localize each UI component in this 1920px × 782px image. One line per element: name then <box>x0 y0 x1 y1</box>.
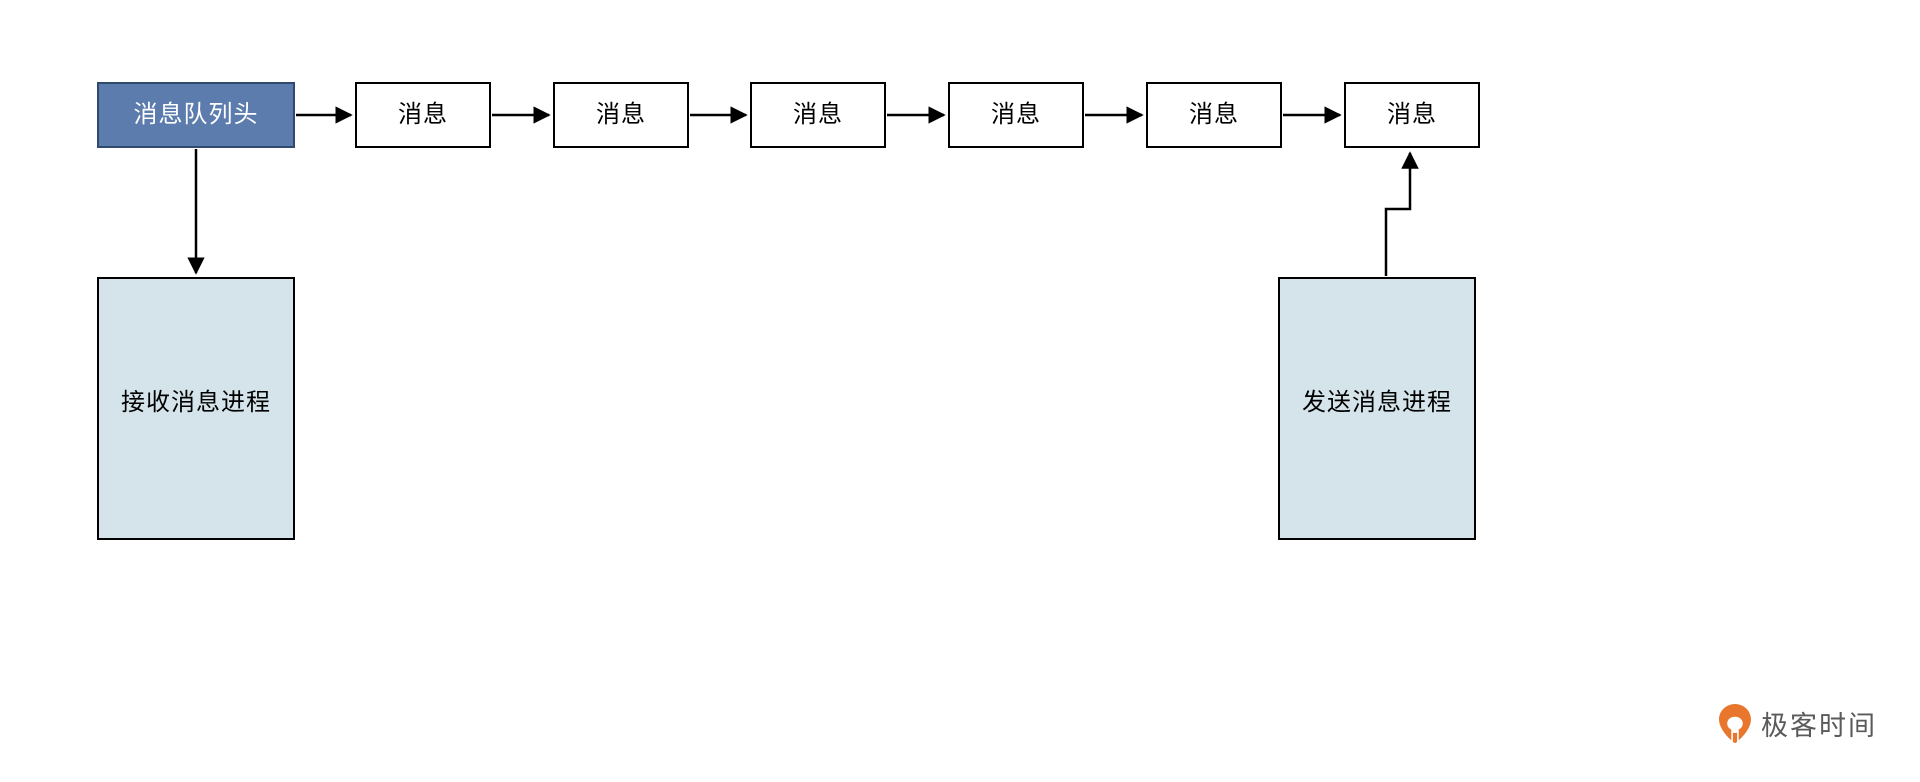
queue-head-box[interactable]: 消息队列头 <box>97 82 295 148</box>
watermark: 极客时间 <box>1718 703 1877 743</box>
message-label: 消息 <box>398 100 448 128</box>
message-box-1[interactable]: 消息 <box>355 82 491 148</box>
queue-head-label: 消息队列头 <box>133 100 259 128</box>
message-box-3[interactable]: 消息 <box>750 82 886 148</box>
sender-process-box[interactable]: 发送消息进程 <box>1278 277 1476 540</box>
connector-sender-to-msg6 <box>1384 151 1419 276</box>
message-box-5[interactable]: 消息 <box>1146 82 1282 148</box>
message-label: 消息 <box>1387 100 1437 128</box>
geektime-logo-icon <box>1719 704 1751 743</box>
message-label: 消息 <box>793 100 843 128</box>
sender-process-label: 发送消息进程 <box>1302 389 1452 416</box>
receiver-process-label: 接收消息进程 <box>121 389 271 416</box>
watermark-text: 极客时间 <box>1761 710 1877 741</box>
message-label: 消息 <box>596 100 646 128</box>
message-box-2[interactable]: 消息 <box>553 82 689 148</box>
message-box-4[interactable]: 消息 <box>948 82 1084 148</box>
message-box-6[interactable]: 消息 <box>1344 82 1480 148</box>
message-label: 消息 <box>1189 100 1239 128</box>
message-label: 消息 <box>991 100 1041 128</box>
receiver-process-box[interactable]: 接收消息进程 <box>97 277 295 540</box>
